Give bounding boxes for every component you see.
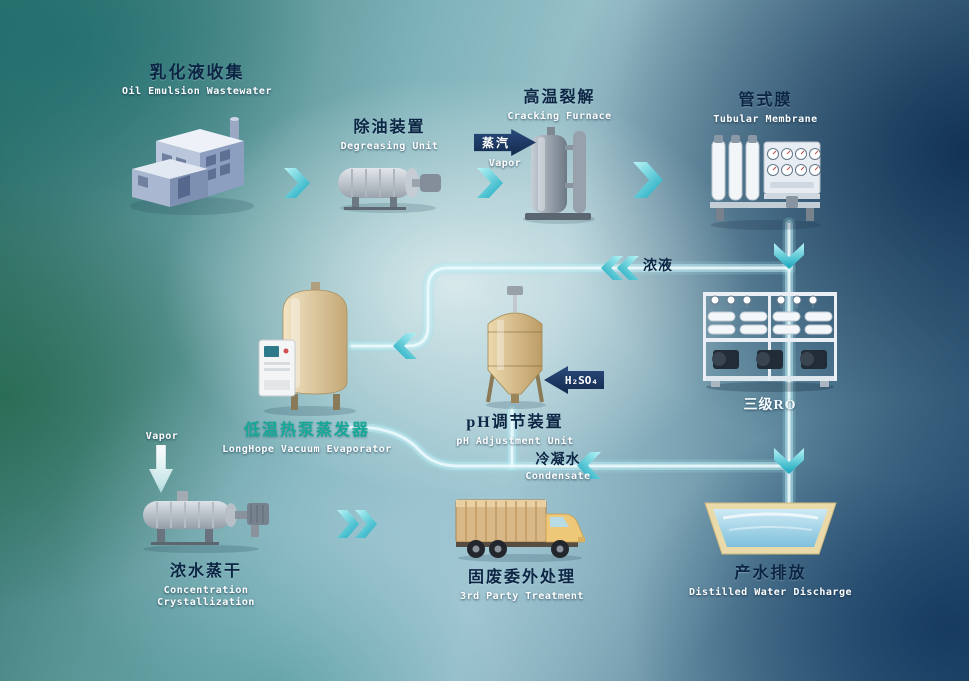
chevron-right-icon	[633, 162, 663, 198]
crystallizer-title-en-2: Crystallization	[157, 597, 255, 609]
evaporator-illustration	[258, 282, 356, 416]
cracking-title-en: Cracking Furnace	[507, 110, 612, 122]
node-crystallizer: 浓水蒸干 Concentration Crystallization	[126, 489, 286, 610]
chevron-down-icon	[774, 243, 804, 269]
furnace-illustration	[523, 127, 595, 225]
chevron-right-icon	[337, 510, 359, 538]
node-ro: 三级RO	[700, 288, 840, 415]
condensate-label: 冷凝水 Condensate	[525, 453, 591, 483]
chevron-left-icon	[393, 333, 417, 359]
vapor-out-label: Vapor	[145, 431, 179, 442]
degreasing-title-zh: 除油装置	[353, 119, 426, 136]
ro-title-zh: 三级RO	[743, 398, 797, 413]
truck-illustration	[455, 499, 585, 562]
ph-title-zh: pH调节装置	[466, 414, 564, 431]
truck-title-zh: 固废委外处理	[467, 569, 576, 586]
chevron-right-icon	[284, 168, 310, 198]
chevron-down-icon	[774, 448, 804, 474]
steam-arrow-icon: 蒸汽	[474, 129, 536, 156]
discharge-basin-illustration	[704, 502, 837, 555]
degreasing-title-en: Degreasing Unit	[340, 140, 439, 152]
discharge-title-en: Distilled Water Discharge	[688, 586, 852, 598]
node-membrane: 管式膜 Tubular Membrane	[698, 91, 833, 231]
steam-label-zh: 蒸汽	[482, 136, 511, 150]
evaporator-title-zh: 低温热泵蒸发器	[243, 422, 370, 439]
node-degreasing: 除油装置 Degreasing Unit	[322, 118, 457, 214]
steam-flow: 蒸汽 Vapor	[474, 129, 536, 171]
membrane-title-en: Tubular Membrane	[713, 113, 818, 125]
steam-label-en: Vapor	[488, 158, 522, 169]
membrane-title-zh: 管式膜	[738, 92, 793, 109]
ph-vessel-illustration	[486, 286, 546, 409]
node-cracking: 高温裂解 Cracking Furnace	[492, 88, 627, 225]
evaporator-title-en: LongHope Vacuum Evaporator	[222, 443, 392, 455]
node-collection: 乳化液收集 Oil Emulsion Wastewater	[112, 62, 282, 220]
collection-title-zh: 乳化液收集	[149, 63, 245, 82]
crystallizer-illustration	[142, 491, 269, 553]
degreaser-illustration	[338, 168, 441, 214]
tubular-membrane-illustration	[709, 135, 821, 231]
node-truck: 固废委外处理 3rd Party Treatment	[448, 496, 596, 603]
vapor-down-arrow-icon	[149, 445, 173, 493]
node-ph: pH调节装置 pH Adjustment Unit	[445, 286, 585, 448]
discharge-title-zh: 产水排放	[734, 565, 807, 582]
concentrate-label: 浓液	[643, 259, 673, 274]
ro-unit-illustration	[703, 292, 837, 392]
acid-label: H₂SO₄	[564, 373, 598, 387]
cracking-title-zh: 高温裂解	[523, 89, 596, 106]
crystallizer-title-zh: 浓水蒸干	[169, 563, 242, 580]
crystallizer-title-en-1: Concentration	[163, 584, 249, 596]
node-evaporator: 低温热泵蒸发器 LongHope Vacuum Evaporator	[222, 282, 392, 456]
factory-illustration	[130, 116, 254, 215]
ph-title-en: pH Adjustment Unit	[456, 435, 574, 447]
collection-title-en: Oil Emulsion Wastewater	[122, 86, 272, 98]
node-discharge: 产水排放 Distilled Water Discharge	[678, 500, 863, 599]
truck-title-en: 3rd Party Treatment	[460, 590, 584, 602]
